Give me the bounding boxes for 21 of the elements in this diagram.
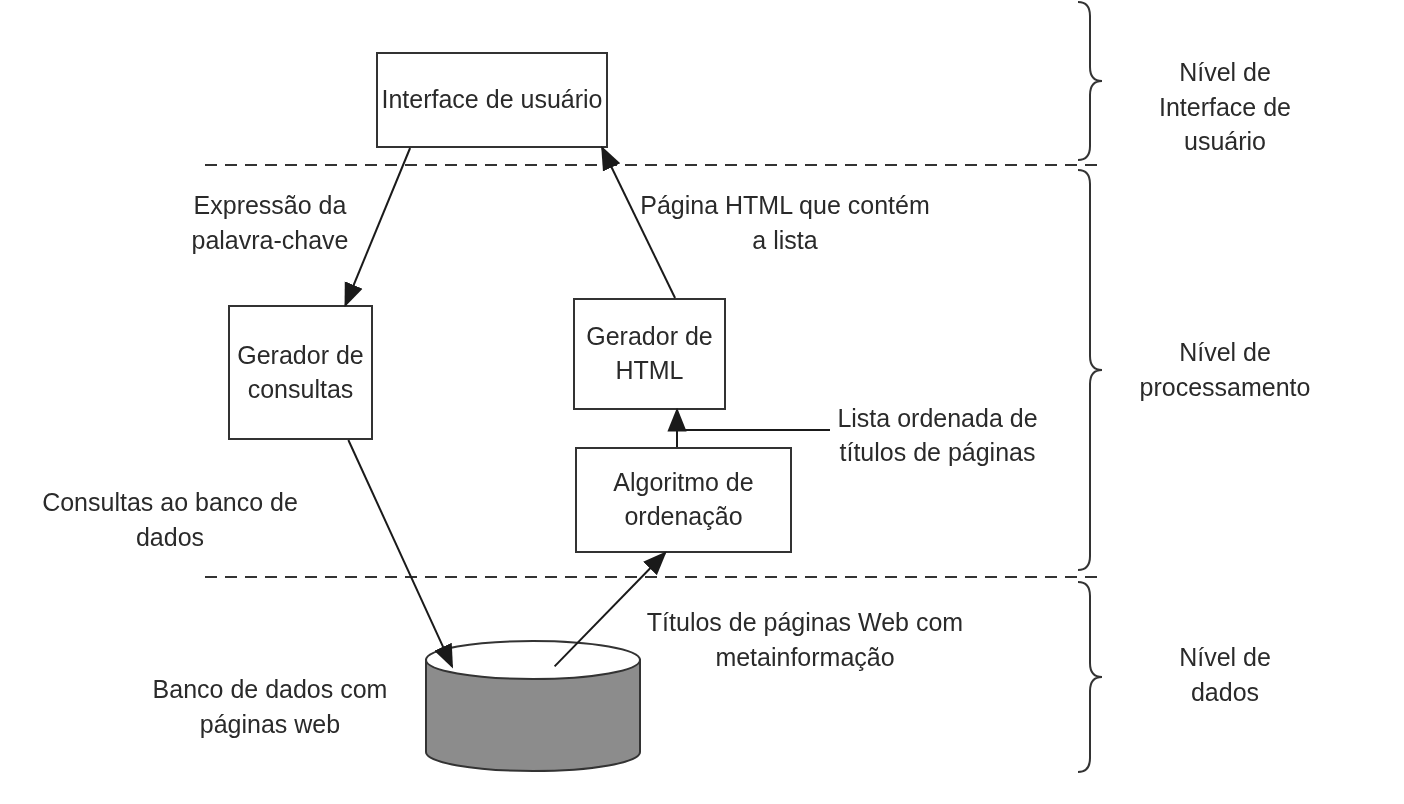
node-caption: Banco de dados com páginas web — [151, 674, 389, 740]
node-text: Interface de usuário — [381, 84, 603, 116]
node-text: Algoritmo de ordenação — [612, 467, 755, 532]
process-box — [228, 305, 373, 440]
arrow — [344, 147, 412, 308]
annotation-text: Lista ordenada de títulos de páginas — [830, 378, 1045, 493]
level-label: Nível de dados — [1178, 642, 1272, 708]
node-text: Gerador de HTML — [585, 321, 714, 386]
edge-label: Página HTML que contém a lista — [640, 190, 930, 256]
arrow — [347, 439, 453, 669]
edge-label: Títulos de páginas Web com metainformação — [645, 607, 965, 673]
node-text: Gerador de consultas — [236, 339, 365, 405]
database-cylinder — [425, 640, 641, 772]
level-label: Nível de Interface de usuário — [1158, 57, 1292, 157]
process-box — [575, 447, 792, 553]
edge-label: Consultas ao banco de dados — [41, 487, 299, 553]
arrow — [553, 551, 667, 668]
process-box — [376, 52, 608, 148]
process-box — [573, 298, 726, 410]
edge-label: Expressão da palavra-chave — [190, 190, 350, 256]
level-label: Nível de processamento — [1138, 337, 1312, 403]
